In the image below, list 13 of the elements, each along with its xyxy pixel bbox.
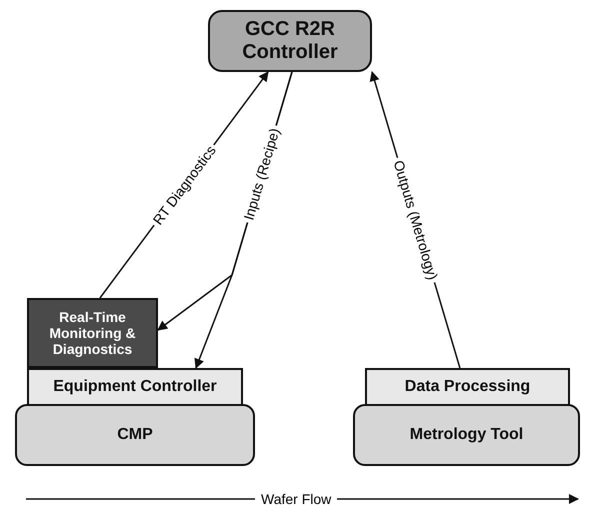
node-label: Equipment Controller — [52, 378, 218, 396]
node-label: Real-Time Monitoring & Diagnostics — [48, 309, 137, 357]
monitoring-box — [27, 298, 158, 368]
tool-box — [353, 404, 580, 466]
controller-box — [208, 10, 372, 72]
tool-box — [15, 404, 255, 466]
controller-box — [27, 368, 243, 406]
node-label: GCC R2R Controller — [241, 18, 339, 64]
node-label: Data Processing — [404, 378, 532, 396]
processing-box — [365, 368, 570, 406]
node-label: Metrology Tool — [408, 426, 524, 444]
flow-label: Wafer Flow — [261, 491, 332, 507]
node-label: CMP — [116, 426, 154, 444]
